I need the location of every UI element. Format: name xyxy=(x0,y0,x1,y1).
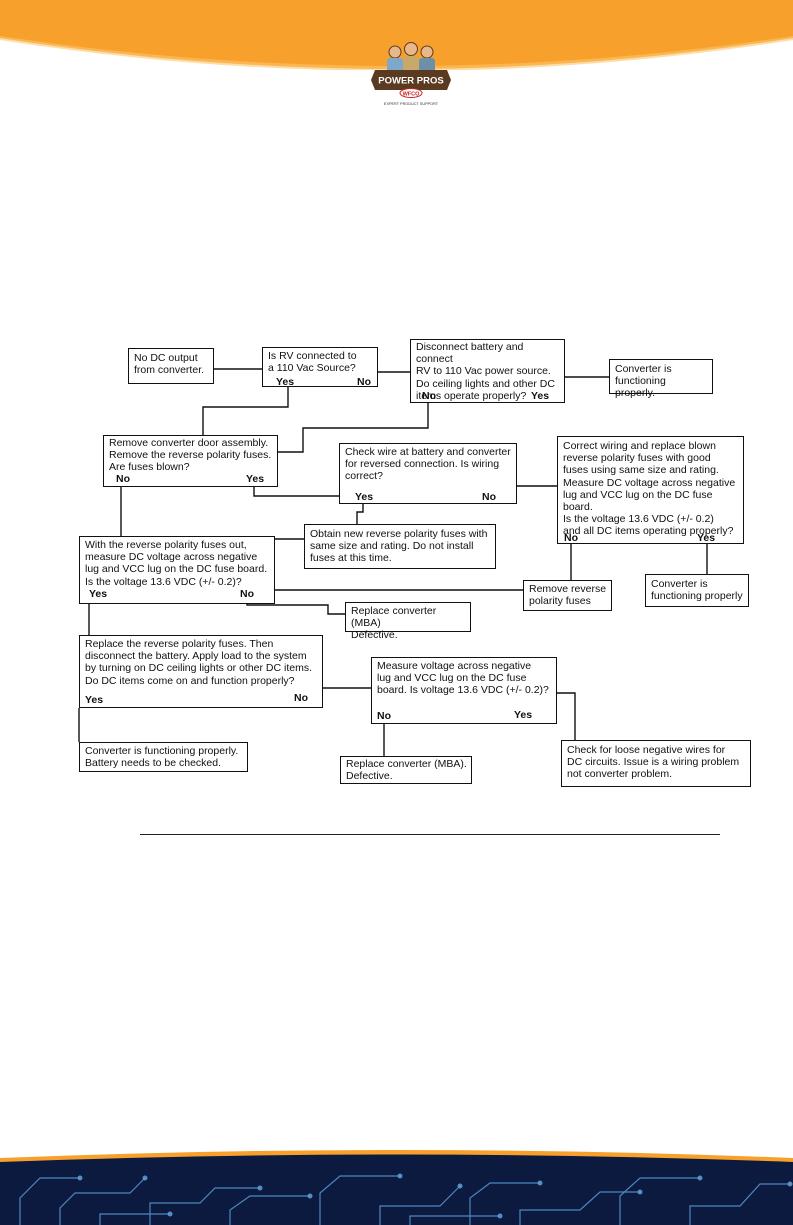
footer-dark-panel xyxy=(0,1154,793,1225)
label-replace-fuses-no: No xyxy=(294,692,308,704)
remove-door-box: Remove converter door assembly. Remove t… xyxy=(103,435,278,487)
logo-brand-badge xyxy=(399,88,423,98)
loose-wires-box: Check for loose negative wires for DC ci… xyxy=(561,740,751,787)
logo-name: POWER PROS xyxy=(378,76,443,87)
correct-wiring-box: Correct wiring and replace blown reverse… xyxy=(557,436,744,544)
circuit-traces xyxy=(19,1175,790,1225)
battery-check-box: Converter is functioning properly. Batte… xyxy=(79,742,248,772)
obtain-fuses-text: Obtain new reverse polarity fuses with s… xyxy=(310,528,488,565)
logo-ribbon xyxy=(371,70,451,90)
remove-door-text: Remove converter door assembly. Remove t… xyxy=(109,437,272,474)
label-disconnect-no: No xyxy=(422,390,436,402)
no-dc-output-text: No DC output from converter. xyxy=(134,352,205,377)
rv-connected-text: Is RV connected to a 110 Vac Source? xyxy=(268,350,357,375)
label-replace-fuses-yes: Yes xyxy=(85,694,104,706)
logo-brand: WFCO xyxy=(403,91,421,97)
label-disconnect-yes: Yes xyxy=(531,390,550,402)
label-rv-no: No xyxy=(357,376,371,388)
label-measure-yes: Yes xyxy=(89,588,108,600)
power-pros-logo: POWER PROS WFCO EXPERT PRODUCT SUPPORT xyxy=(371,42,451,106)
connector-measure-voltage-yes-to-loose-wires xyxy=(557,692,576,740)
replace-fuses-box: Replace the reverse polarity fuses. Then… xyxy=(79,635,323,708)
measure-voltage-text: Measure voltage across negative lug and … xyxy=(377,660,549,697)
label-rv-yes: Yes xyxy=(276,376,295,388)
replace-converter-text-1: Replace converter (MBA) Defective. xyxy=(351,605,437,642)
replace-converter-box-2: Replace converter (MBA). Defective. xyxy=(340,756,472,784)
circuit-pads xyxy=(77,1173,793,1219)
no-dc-output-box: No DC output from converter. xyxy=(128,348,214,384)
battery-check-text: Converter is functioning properly. Batte… xyxy=(85,745,239,770)
replace-converter-text-2: Replace converter (MBA). Defective. xyxy=(346,758,467,783)
check-wire-text: Check wire at battery and converter for … xyxy=(345,446,511,483)
converter-functioning-text-1: Converter is functioning properly. xyxy=(615,363,672,400)
logo-tagline: EXPERT PRODUCT SUPPORT xyxy=(384,102,439,106)
label-correct-yes: Yes xyxy=(697,532,716,544)
label-voltage-no: No xyxy=(377,710,391,722)
converter-functioning-box-2: Converter is functioning properly xyxy=(645,574,749,607)
rv-connected-box: Is RV connected to a 110 Vac Source? xyxy=(262,347,378,387)
connector-disconnect-no-to-remove-door xyxy=(278,402,429,453)
measure-fuses-out-text: With the reverse polarity fuses out, mea… xyxy=(85,539,268,588)
replace-fuses-text: Replace the reverse polarity fuses. Then… xyxy=(85,638,313,687)
footer-orange-arc xyxy=(0,1150,793,1164)
obtain-fuses-box: Obtain new reverse polarity fuses with s… xyxy=(304,524,496,569)
converter-functioning-text-2: Converter is functioning properly xyxy=(651,578,743,603)
correct-wiring-text: Correct wiring and replace blown reverse… xyxy=(563,440,736,538)
disconnect-battery-text: Disconnect battery and connect RV to 110… xyxy=(416,341,555,402)
banner-shape xyxy=(0,0,793,69)
converter-functioning-box-1: Converter is functioning properly. xyxy=(609,359,713,399)
label-fuses-no: No xyxy=(116,473,130,485)
measure-voltage-box: Measure voltage across negative lug and … xyxy=(371,657,557,724)
label-correct-no: No xyxy=(564,532,578,544)
label-fuses-yes: Yes xyxy=(246,473,265,485)
measure-fuses-out-box: With the reverse polarity fuses out, mea… xyxy=(79,536,275,604)
check-wire-box: Check wire at battery and converter for … xyxy=(339,443,517,504)
top-banner xyxy=(0,0,793,70)
disconnect-battery-box: Disconnect battery and connect RV to 110… xyxy=(410,339,565,403)
connector-rv-yes-to-remove-door xyxy=(202,386,289,435)
replace-converter-box-1: Replace converter (MBA) Defective. xyxy=(345,602,471,641)
banner-highlight xyxy=(0,36,793,70)
page-divider xyxy=(140,834,720,835)
label-wire-no: No xyxy=(482,491,496,503)
connector-check-wire-yes-to-obtain xyxy=(356,503,364,524)
remove-reverse-fuses-box: Remove reverse polarity fuses xyxy=(523,580,612,611)
label-measure-no: No xyxy=(240,588,254,600)
loose-wires-text: Check for loose negative wires for DC ci… xyxy=(567,744,740,781)
connector-fuses-yes-to-check-wire xyxy=(253,483,339,497)
circuit-board-footer xyxy=(0,1150,793,1225)
remove-reverse-fuses-text: Remove reverse polarity fuses xyxy=(529,583,607,608)
label-voltage-yes: Yes xyxy=(514,709,533,721)
label-wire-yes: Yes xyxy=(355,491,374,503)
